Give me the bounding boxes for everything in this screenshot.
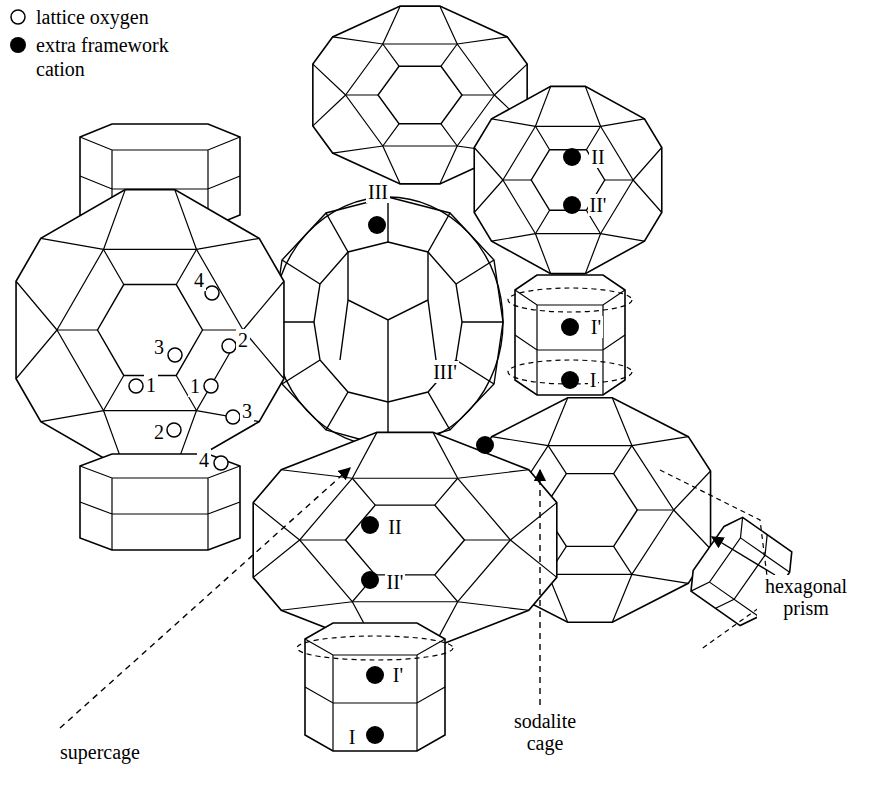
callout-label: supercage: [58, 741, 142, 763]
legend-text: lattice oxygen: [36, 5, 186, 29]
site-label: II: [589, 146, 606, 168]
site-label: I': [589, 316, 603, 338]
supercage-frame: [273, 197, 503, 447]
sodalite-cage: [16, 190, 284, 471]
oxygen-number: 4: [192, 269, 206, 291]
oxygen-number: 2: [236, 329, 250, 351]
oxygen-number: 1: [188, 375, 202, 397]
site-label: III': [431, 361, 459, 383]
site-label: I: [347, 726, 358, 748]
site-label: II': [588, 194, 609, 216]
sodalite-cage: [253, 432, 557, 647]
legend-sample-open: [11, 10, 25, 24]
lattice-oxygen: [129, 286, 240, 470]
site-label: III: [366, 181, 390, 203]
dashed-outline: [297, 288, 770, 660]
site-label: I': [391, 664, 405, 686]
callout-label: hexagonal prism: [757, 575, 856, 619]
legend-sample-filled: [10, 37, 26, 53]
hexagonal-prism: [305, 623, 445, 751]
sodalite-cage: [474, 86, 662, 273]
callout-label: sodalite cage: [498, 710, 592, 754]
extra-framework-cation: [361, 148, 581, 744]
leader-arrow: [60, 468, 775, 728]
site-label: I: [588, 369, 599, 391]
oxygen-number: 1: [144, 374, 158, 396]
oxygen-number: 4: [197, 449, 211, 471]
hexagonal-prism: [80, 454, 240, 550]
site-label: II': [385, 571, 406, 593]
oxygen-number: 2: [152, 421, 166, 443]
site-label: II: [386, 516, 403, 538]
hexagonal-prism: [515, 275, 625, 395]
oxygen-number: 3: [152, 336, 166, 358]
oxygen-number: 3: [240, 400, 254, 422]
legend-text: extra framework cation: [36, 33, 186, 81]
